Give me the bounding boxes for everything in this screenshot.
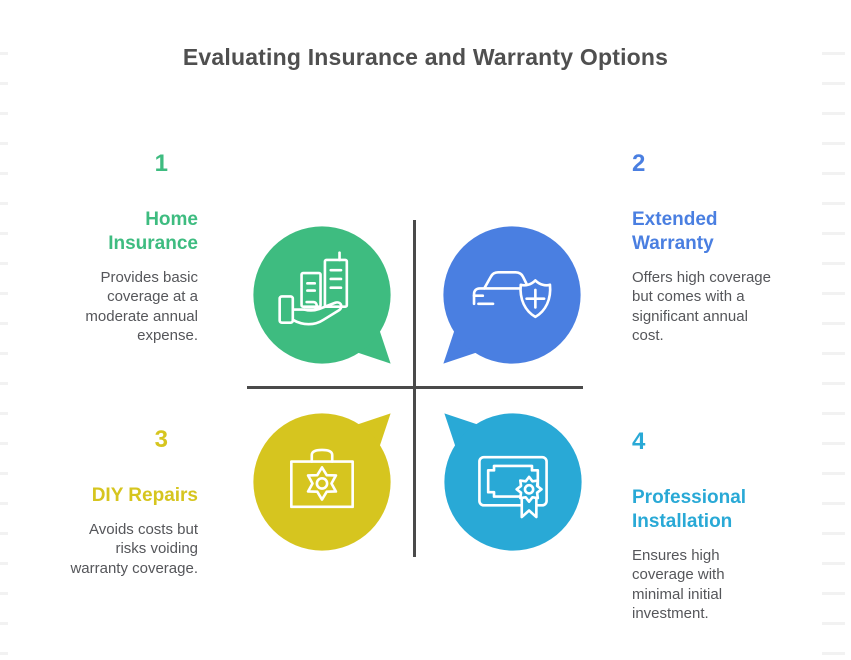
bubble-circle bbox=[253, 413, 391, 551]
step-number-3: 3 bbox=[154, 426, 168, 453]
certificate-rosette-icon bbox=[478, 455, 548, 519]
speech-bubble-green bbox=[253, 226, 391, 364]
step-heading-4: Professional Installation bbox=[632, 487, 747, 532]
page-title: Evaluating Insurance and Warranty Option… bbox=[182, 44, 669, 70]
step-number-1: 1 bbox=[154, 150, 168, 177]
speech-bubble-yellow bbox=[253, 413, 391, 551]
bubble-circle bbox=[443, 226, 581, 364]
step-heading-2: Extended Warranty bbox=[632, 209, 718, 254]
toolbox-gear-icon bbox=[290, 448, 354, 509]
bubble-circle bbox=[444, 413, 582, 551]
quadrant-3-diy-repairs: 3 DIY Repairs Avoids costs but risks voi… bbox=[58, 428, 198, 578]
step-description-4: Ensures high coverage with minimal initi… bbox=[632, 546, 725, 623]
hand-holding-buildings-icon bbox=[278, 251, 349, 326]
quadrant-2-extended-warranty: 2 Extended Warranty Offers high coverage… bbox=[632, 152, 782, 346]
step-heading-3: DIY Repairs bbox=[91, 485, 198, 506]
step-description-2: Offers high coverage but comes with a si… bbox=[632, 268, 771, 345]
step-number-2: 2 bbox=[632, 150, 646, 177]
vertical-divider-line bbox=[413, 220, 416, 557]
step-description-3: Avoids costs but risks voiding warranty … bbox=[70, 520, 198, 577]
quadrant-4-professional-installation: 4 Professional Installation Ensures high… bbox=[632, 430, 764, 624]
ruled-lines-left-margin bbox=[0, 25, 8, 657]
speech-bubble-blue bbox=[443, 226, 581, 364]
step-number-4: 4 bbox=[632, 428, 646, 455]
speech-bubble-cyan bbox=[444, 413, 582, 551]
bubble-circle bbox=[253, 226, 391, 364]
step-heading-1: Home Insurance bbox=[108, 209, 198, 254]
quadrant-1-home-insurance: 1 Home Insurance Provides basic coverage… bbox=[58, 152, 198, 346]
step-description-1: Provides basic coverage at a moderate an… bbox=[85, 268, 198, 345]
ruled-lines-right-margin bbox=[822, 25, 845, 657]
car-shield-plus-icon bbox=[472, 271, 552, 319]
